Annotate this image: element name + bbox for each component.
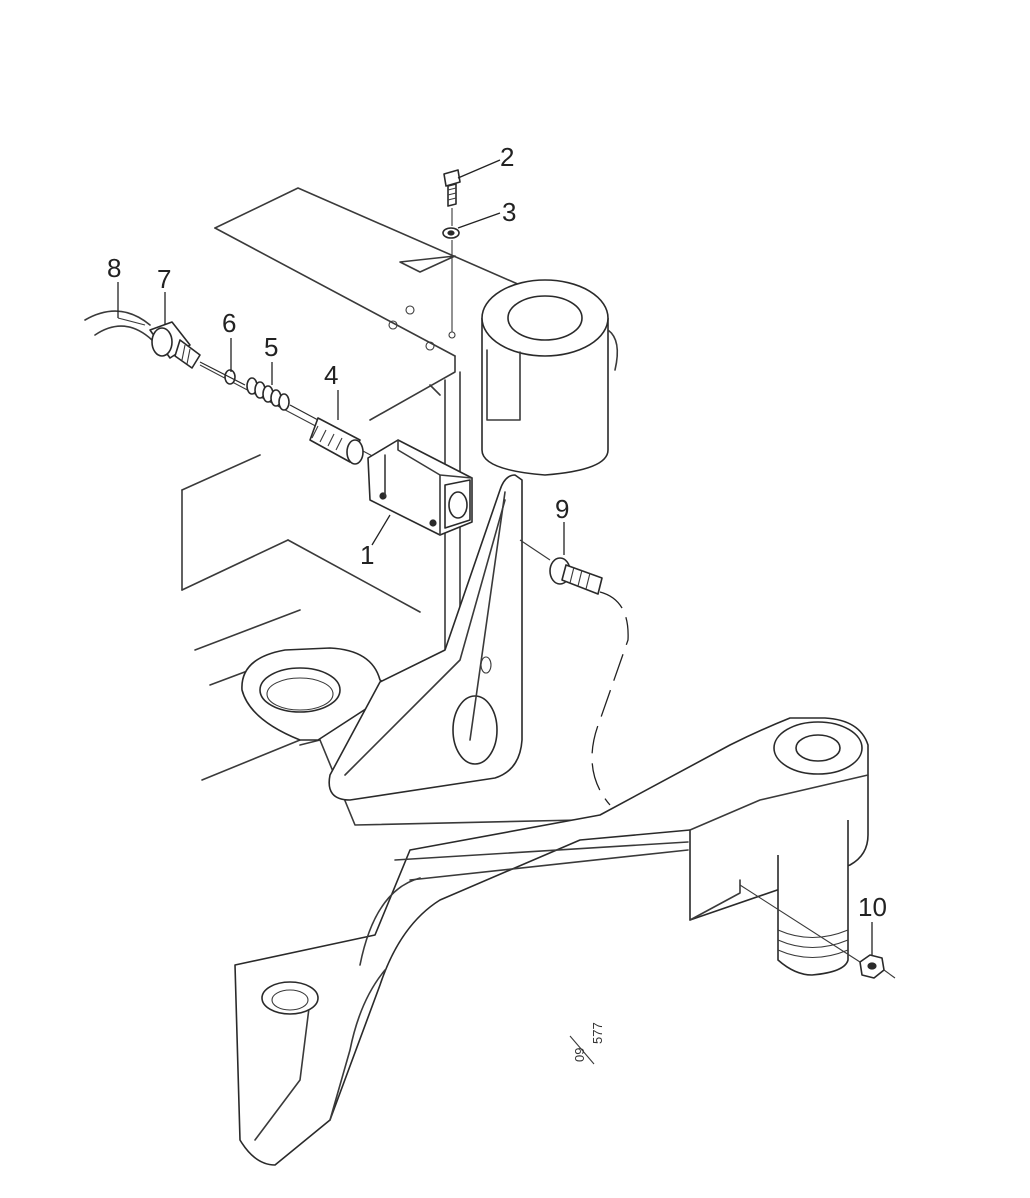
drawing-reference: 09 577 [569, 1022, 605, 1065]
reference-bottom: 577 [590, 1022, 605, 1044]
callout-4: 4 [324, 360, 338, 390]
reference-top: 09 [572, 1048, 587, 1062]
support-bracket [328, 474, 523, 801]
cable [84, 310, 151, 326]
callout-9: 9 [555, 494, 569, 524]
leader-lines [117, 159, 873, 955]
threaded-sleeve [309, 417, 364, 465]
callout-2: 2 [500, 142, 514, 172]
nut [739, 884, 896, 979]
shoulder-bolt [519, 539, 629, 806]
spring [246, 377, 290, 411]
sensor-block [367, 439, 473, 536]
bolt [443, 169, 461, 207]
callout-5: 5 [264, 332, 278, 362]
cable-assembly [84, 169, 896, 979]
callout-7: 7 [157, 264, 171, 294]
callout-3: 3 [502, 197, 516, 227]
cable-gland [149, 321, 201, 369]
lever-arm [234, 717, 869, 1166]
pivot-tube [481, 279, 619, 476]
callout-8: 8 [107, 253, 121, 283]
callout-1: 1 [360, 540, 374, 570]
mounting-lug-left [241, 647, 396, 741]
callout-10: 10 [858, 892, 887, 922]
callout-6: 6 [222, 308, 236, 338]
callout-numbers: 1 2 3 4 5 6 7 8 9 10 [107, 142, 887, 922]
